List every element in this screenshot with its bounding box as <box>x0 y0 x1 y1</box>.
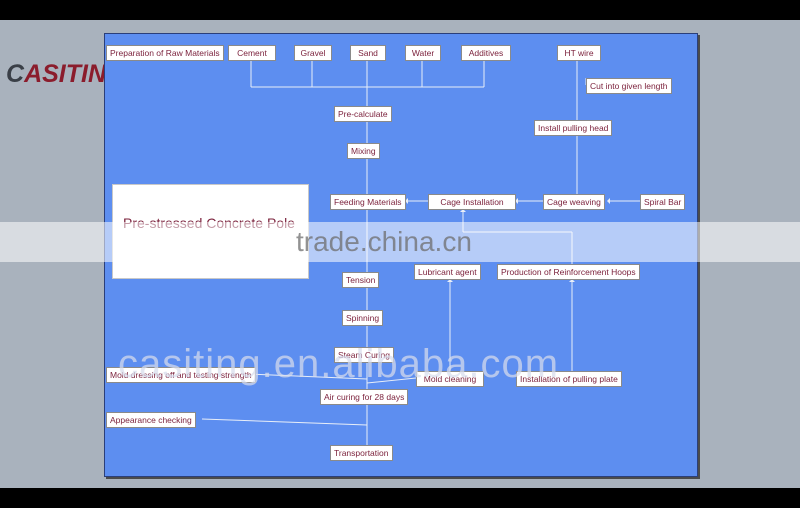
node-mold-dressing: Mold dressing off and testing strength <box>106 367 256 383</box>
watermark-trade: trade.china.cn <box>296 226 472 257</box>
node-cement: Cement <box>228 45 276 61</box>
node-install-pulling-plate: Installation of pulling plate <box>516 371 622 387</box>
node-transportation: Transportation <box>330 445 393 461</box>
watermark-alibaba: casiting.en.alibaba.com <box>118 342 560 386</box>
node-ht-wire: HT wire <box>557 45 601 61</box>
node-install-pulling-head: Install pulling head <box>534 120 613 136</box>
node-steam-curing: Steam Curing <box>334 347 394 363</box>
node-gravel: Gravel <box>294 45 332 61</box>
node-lubricant-agent: Lubricant agent <box>414 264 481 280</box>
bottom-bar <box>0 488 800 508</box>
node-tension: Tension <box>342 272 380 288</box>
node-reinforcement-hoops: Production of Reinforcement Hoops <box>497 264 640 280</box>
node-cage-weaving: Cage weaving <box>543 194 605 210</box>
node-sand: Sand <box>350 45 386 61</box>
node-appearance-checking: Appearance checking <box>106 412 196 428</box>
node-air-curing: Air curing for 28 days <box>320 389 409 405</box>
node-mold-cleaning: Mold cleaning <box>416 371 484 387</box>
node-cut-length: Cut into given length <box>586 78 672 94</box>
node-pre-calculate: Pre-calculate <box>334 106 392 122</box>
node-spinning: Spinning <box>342 310 384 326</box>
node-cage-installation: Cage Installation <box>428 194 516 210</box>
node-raw-materials: Preparation of Raw Materials <box>106 45 224 61</box>
node-additives: Additives <box>461 45 511 61</box>
node-spiral-bar: Spiral Bar <box>640 194 686 210</box>
node-mixing: Mixing <box>347 143 380 159</box>
node-feeding-materials: Feeding Materials <box>330 194 406 210</box>
node-water: Water <box>405 45 441 61</box>
watermark-band <box>0 222 800 262</box>
